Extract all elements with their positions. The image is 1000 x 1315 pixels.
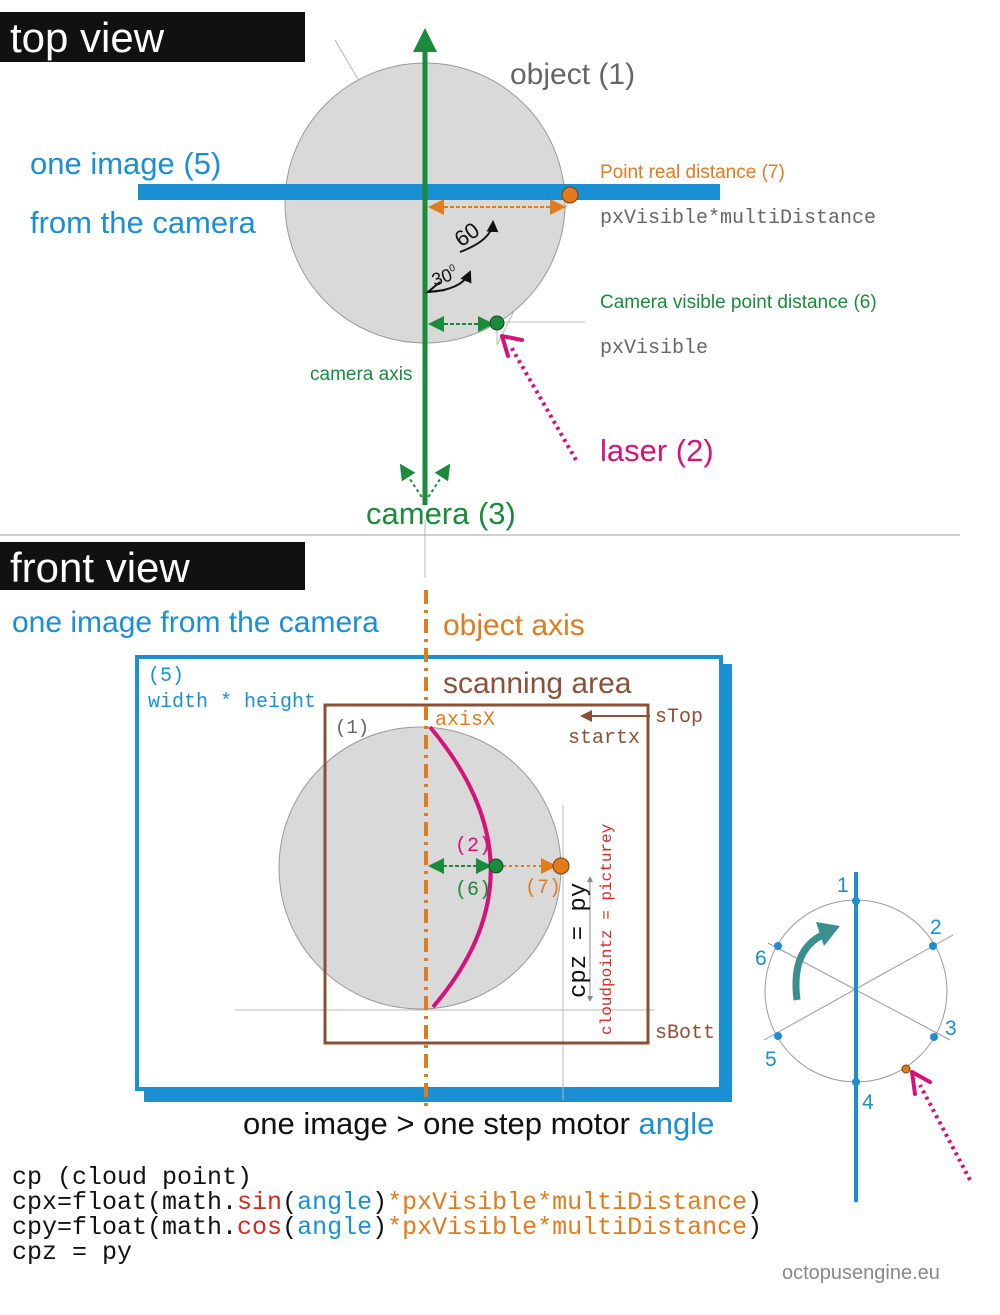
code-angle: angle xyxy=(297,1188,373,1217)
rotation-arrowhead xyxy=(816,922,840,946)
code-distance: *pxVisible*multiDistance xyxy=(387,1188,748,1217)
image-label-line1: one image (5) xyxy=(30,146,221,181)
code-token: ( xyxy=(282,1188,298,1217)
camera-axis-arrowhead xyxy=(413,28,437,52)
angle-30-degree: 0 xyxy=(448,262,457,274)
position-label-6: 6 xyxy=(755,947,767,970)
position-label-5: 5 xyxy=(765,1048,777,1071)
frame-dims: width * height xyxy=(148,691,316,714)
inset-laser-arrowhead xyxy=(910,1070,932,1096)
camera-axis-label: camera axis xyxy=(310,364,412,385)
code-line-4: cpz = py xyxy=(12,1238,133,1267)
step-motor-caption: one image > one step motor angle xyxy=(243,1106,714,1141)
startx-label: startx xyxy=(568,727,640,750)
front-real-dot xyxy=(552,857,570,875)
position-dot-5 xyxy=(774,1032,782,1040)
code-cos: cos xyxy=(237,1213,283,1242)
image-plane-bar xyxy=(138,184,720,200)
top-view: top view object (1) one image (5) from t… xyxy=(0,12,877,578)
cpz-label: cpz = py xyxy=(566,883,593,998)
scanning-area-rect xyxy=(323,703,650,1045)
laser-beam xyxy=(508,344,578,461)
sbott-label: sBott xyxy=(655,1022,715,1045)
code-token: ) xyxy=(747,1213,763,1242)
camera-fov-left xyxy=(399,463,426,503)
code-token: ) xyxy=(747,1188,763,1217)
real-point-dot xyxy=(561,186,579,204)
front-laser-num: (2) xyxy=(455,835,491,858)
code-line-3: cpy=float(math.cos(angle)*pxVisible*mult… xyxy=(12,1213,762,1242)
code-token: ( xyxy=(282,1213,298,1242)
point-real-formula: pxVisible*multiDistance xyxy=(600,207,876,230)
angle-60-arc xyxy=(459,220,499,253)
front-image-label: one image from the camera xyxy=(12,606,379,639)
laser-arrowhead xyxy=(500,334,524,358)
position-dot-4 xyxy=(852,1078,860,1086)
scanning-area-label: scanning area xyxy=(443,667,632,700)
inset-laser-point xyxy=(901,1064,911,1074)
rotation-inset: 1 2 3 4 5 6 xyxy=(755,872,972,1202)
object-label: object (1) xyxy=(510,58,635,91)
front-visible-dot xyxy=(488,858,504,874)
position-label-1: 1 xyxy=(837,874,849,897)
laser-label: laser (2) xyxy=(600,433,714,468)
code-distance: *pxVisible*multiDistance xyxy=(387,1213,748,1242)
top-view-heading: top view xyxy=(10,14,165,61)
code-token: ) xyxy=(372,1188,388,1217)
caption-part1: one image > one step motor xyxy=(243,1106,639,1141)
position-label-3: 3 xyxy=(945,1017,957,1040)
point-real-label: Point real distance (7) xyxy=(600,162,785,183)
cloudpoint-label: cloudpointz = picturey xyxy=(598,823,616,1035)
code-token: cpy=float(math. xyxy=(12,1213,238,1242)
front-real-num: (7) xyxy=(525,877,561,900)
position-dot-1 xyxy=(852,897,860,905)
visible-point-dot xyxy=(489,315,505,331)
code-token: cpx=float(math. xyxy=(12,1188,238,1217)
image-label-line2: from the camera xyxy=(30,205,256,240)
code-sin: sin xyxy=(237,1188,283,1217)
camera-label: camera (3) xyxy=(366,496,516,531)
code-block: cp (cloud point) cpx=float(math.sin(angl… xyxy=(12,1165,762,1265)
front-view: front view one image from the camera obj… xyxy=(0,542,732,1141)
position-dot-2 xyxy=(929,942,937,950)
front-view-heading-box xyxy=(0,542,305,590)
footer-credit: octopusengine.eu xyxy=(782,1262,940,1284)
position-label-4: 4 xyxy=(862,1091,874,1114)
position-dot-3 xyxy=(930,1033,938,1041)
stop-label: sTop xyxy=(655,706,703,729)
camera-visible-var: pxVisible xyxy=(600,337,708,360)
camera-fov-right xyxy=(424,463,451,503)
object-axis-label: object axis xyxy=(443,609,585,642)
top-view-heading-box xyxy=(0,12,305,62)
front-visible-num: (6) xyxy=(455,879,491,902)
caption-angle: angle xyxy=(639,1106,715,1141)
front-object-circle xyxy=(278,726,562,1010)
axisx-label: axisX xyxy=(435,709,495,732)
code-line-1: cp (cloud point) xyxy=(12,1163,253,1192)
front-object-num: (1) xyxy=(335,717,369,739)
position-dot-6 xyxy=(774,942,782,950)
code-angle: angle xyxy=(297,1213,373,1242)
division-line xyxy=(763,934,954,1041)
code-line-2: cpx=float(math.sin(angle)*pxVisible*mult… xyxy=(12,1188,762,1217)
position-label-2: 2 xyxy=(930,916,942,939)
camera-visible-label: Camera visible point distance (6) xyxy=(600,292,877,313)
inset-laser-beam xyxy=(918,1084,972,1181)
code-token: ) xyxy=(372,1213,388,1242)
frame-num: (5) xyxy=(148,665,184,688)
front-view-heading: front view xyxy=(10,544,190,591)
angle-30-arrowhead xyxy=(424,281,446,294)
